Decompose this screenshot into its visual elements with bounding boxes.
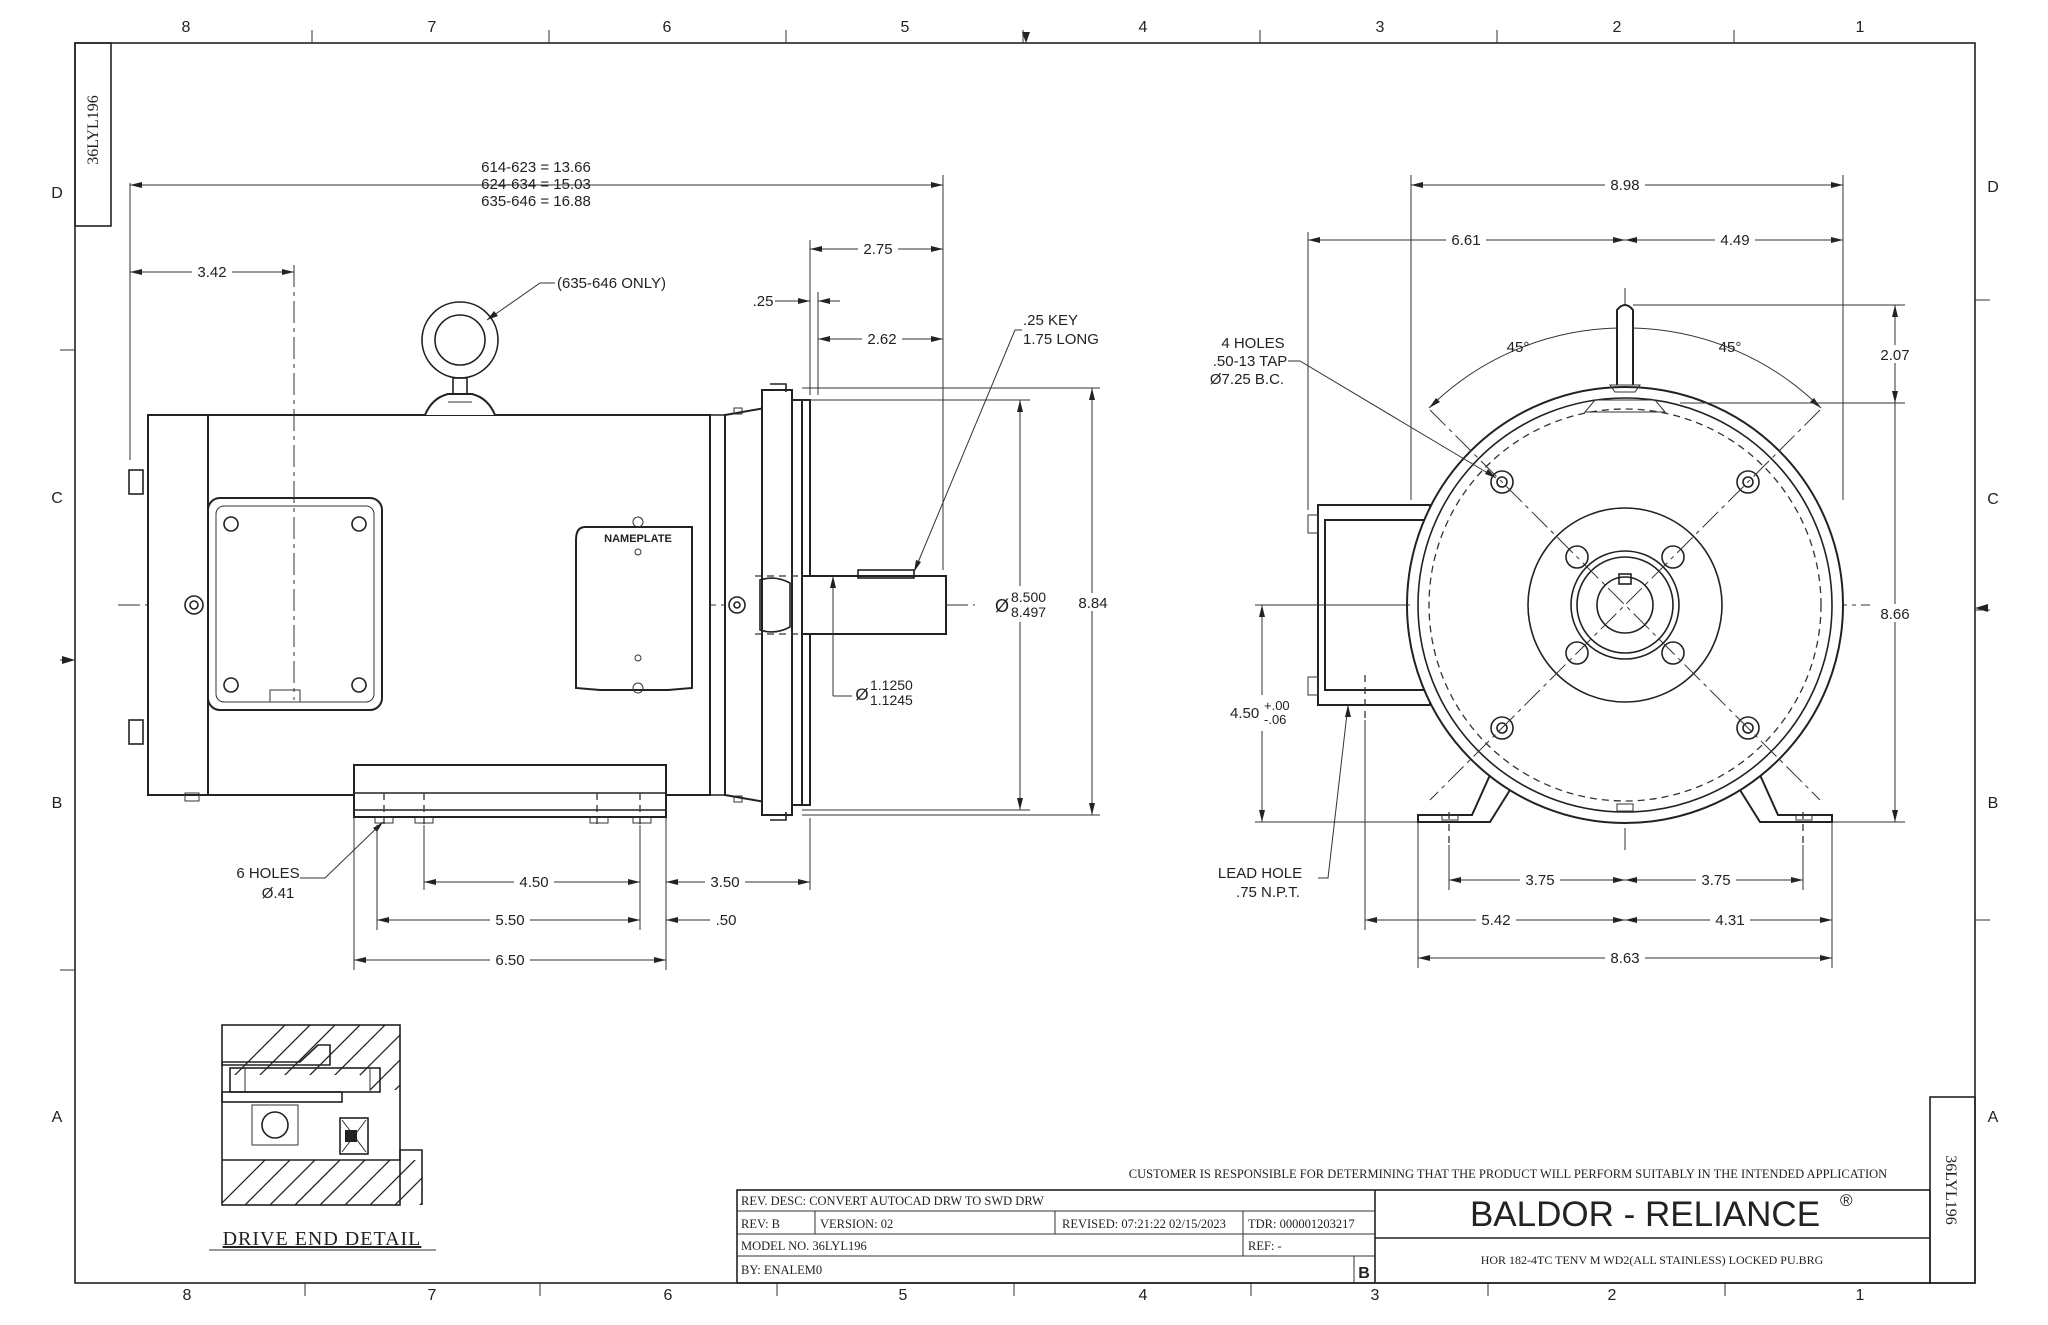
tapped-holes bbox=[1490, 470, 1760, 740]
six-holes-note-1: 6 HOLES bbox=[236, 865, 299, 882]
zone-col-bottom-8: 8 bbox=[183, 1287, 192, 1304]
zone-col-top-2: 2 bbox=[1613, 19, 1622, 36]
dim-4-50: 4.50 bbox=[519, 874, 548, 891]
zone-row-left-d: D bbox=[51, 185, 63, 202]
four-holes-note-1: 4 HOLES bbox=[1221, 335, 1284, 352]
company-name: BALDOR - RELIANCE bbox=[1470, 1195, 1820, 1234]
dim-overall-length-2: 624-634 = 15.03 bbox=[481, 176, 591, 193]
disclaimer: CUSTOMER IS RESPONSIBLE FOR DETERMINING … bbox=[1129, 1167, 1887, 1181]
zone-col-top-5: 5 bbox=[901, 19, 910, 36]
registered-mark: ® bbox=[1840, 1191, 1853, 1210]
shaft-dia-symbol: Ø bbox=[855, 685, 868, 704]
zone-col-top-3: 3 bbox=[1376, 19, 1385, 36]
dim-4-49: 4.49 bbox=[1720, 232, 1749, 249]
drawn-by: BY: ENALEM0 bbox=[741, 1263, 822, 1277]
zone-col-top-1: 1 bbox=[1856, 19, 1865, 36]
angle-right: 45° bbox=[1719, 339, 1742, 356]
revised-date: REVISED: 07:21:22 02/15/2023 bbox=[1062, 1217, 1226, 1231]
zone-labels: 8 7 6 5 4 3 2 1 8 7 6 5 4 3 2 1 D C B A … bbox=[51, 19, 1999, 1304]
zone-row-right-c: C bbox=[1987, 491, 1999, 508]
dim-3-42: 3.42 bbox=[197, 264, 226, 281]
zone-col-bottom-1: 1 bbox=[1856, 1287, 1865, 1304]
eyebolt-note: (635-646 ONLY) bbox=[557, 275, 666, 292]
rev: REV: B bbox=[741, 1217, 780, 1231]
end-view-dimensions: 8.98 6.61 4.49 45° 45° 4 HOLES .50-13 TA… bbox=[1210, 175, 1913, 968]
zone-row-right-b: B bbox=[1988, 795, 1999, 812]
dim-3-50: 3.50 bbox=[710, 874, 739, 891]
detail-title: DRIVE END DETAIL bbox=[223, 1228, 422, 1250]
zone-col-top-8: 8 bbox=[182, 19, 191, 36]
ref: REF: - bbox=[1248, 1239, 1282, 1253]
shaft-height-tol-lower: -.06 bbox=[1264, 712, 1286, 727]
dim-50: .50 bbox=[716, 912, 737, 929]
lead-hole-note-1: LEAD HOLE bbox=[1218, 865, 1302, 882]
lead-hole-note-2: .75 N.P.T. bbox=[1236, 884, 1300, 901]
pilot-dia-upper: 8.500 bbox=[1011, 589, 1046, 605]
part-number-tag-top: 36LYL196 bbox=[74, 42, 112, 227]
six-holes-note-2: Ø.41 bbox=[262, 885, 295, 902]
zone-col-bottom-6: 6 bbox=[664, 1287, 673, 1304]
dim-overall-length-1: 614-623 = 13.66 bbox=[481, 159, 591, 176]
key-note-2: 1.75 LONG bbox=[1023, 331, 1099, 348]
four-holes-note-2: .50-13 TAP bbox=[1213, 353, 1288, 370]
svg-text:36LYL196: 36LYL196 bbox=[85, 95, 102, 165]
dim-2-75: 2.75 bbox=[863, 241, 892, 258]
eyebolt bbox=[421, 301, 499, 416]
dim-6-50: 6.50 bbox=[495, 952, 524, 969]
dim-8-63: 8.63 bbox=[1610, 950, 1639, 967]
dim-25: .25 bbox=[753, 293, 774, 310]
title-block: CUSTOMER IS RESPONSIBLE FOR DETERMINING … bbox=[736, 1167, 1931, 1284]
svg-text:NAMEPLATE: NAMEPLATE bbox=[604, 533, 672, 545]
side-view: NAMEPLATE bbox=[118, 265, 975, 825]
zone-row-left-a: A bbox=[52, 1109, 63, 1126]
four-holes-note-3: Ø7.25 B.C. bbox=[1210, 371, 1284, 388]
zone-col-bottom-2: 2 bbox=[1608, 1287, 1617, 1304]
dim-3-75-left: 3.75 bbox=[1525, 872, 1554, 889]
zone-col-bottom-5: 5 bbox=[899, 1287, 908, 1304]
shaft-height: 4.50 bbox=[1230, 705, 1259, 722]
dim-4-31: 4.31 bbox=[1715, 912, 1744, 929]
end-view bbox=[1285, 288, 1870, 850]
dim-2-62: 2.62 bbox=[867, 331, 896, 348]
dim-6-61: 6.61 bbox=[1451, 232, 1480, 249]
part-number-tag-bottom: 36LYL196 bbox=[1929, 1096, 1976, 1284]
rev-desc: REV. DESC: CONVERT AUTOCAD DRW TO SWD DR… bbox=[741, 1194, 1044, 1208]
dim-overall-length-3: 635-646 = 16.88 bbox=[481, 193, 591, 210]
dim-5-50: 5.50 bbox=[495, 912, 524, 929]
zone-row-right-d: D bbox=[1987, 179, 1999, 196]
tdr-number: TDR: 000001203217 bbox=[1248, 1217, 1355, 1231]
zone-col-top-4: 4 bbox=[1139, 19, 1148, 36]
pilot-dia-lower: 8.497 bbox=[1011, 604, 1046, 620]
side-view-dimensions: 614-623 = 13.66 624-634 = 15.03 635-646 … bbox=[129, 159, 1111, 970]
zone-row-right-a: A bbox=[1988, 1109, 1999, 1126]
dim-2-07: 2.07 bbox=[1880, 347, 1909, 364]
drive-end-detail: DRIVE END DETAIL bbox=[209, 1024, 436, 1251]
zone-col-top-6: 6 bbox=[663, 19, 672, 36]
zone-row-left-c: C bbox=[51, 490, 63, 507]
rev-letter: B bbox=[1358, 1265, 1370, 1282]
dim-8-84: 8.84 bbox=[1078, 595, 1107, 612]
key-note-1: .25 KEY bbox=[1023, 312, 1078, 329]
version: VERSION: 02 bbox=[820, 1217, 893, 1231]
shaft-height-tol-upper: +.00 bbox=[1264, 698, 1290, 713]
nameplate: NAMEPLATE bbox=[575, 516, 693, 694]
zone-row-left-b: B bbox=[52, 795, 63, 812]
svg-text:36LYL196: 36LYL196 bbox=[1942, 1155, 1959, 1225]
zone-col-bottom-4: 4 bbox=[1139, 1287, 1148, 1304]
model-number: MODEL NO. 36LYL196 bbox=[741, 1239, 867, 1253]
angle-left: 45° bbox=[1507, 339, 1530, 356]
zone-col-bottom-3: 3 bbox=[1371, 1287, 1380, 1304]
zone-col-top-7: 7 bbox=[428, 19, 437, 36]
pilot-dia-symbol: Ø bbox=[995, 596, 1009, 616]
zone-col-bottom-7: 7 bbox=[428, 1287, 437, 1304]
dim-3-75-right: 3.75 bbox=[1701, 872, 1730, 889]
dim-8-66: 8.66 bbox=[1880, 606, 1909, 623]
motor-description: HOR 182-4TC TENV M WD2(ALL STAINLESS) LO… bbox=[1481, 1253, 1824, 1267]
dim-5-42: 5.42 bbox=[1481, 912, 1510, 929]
shaft-dia-upper: 1.1250 bbox=[870, 677, 913, 693]
dim-8-98: 8.98 bbox=[1610, 177, 1639, 194]
shaft-dia-lower: 1.1245 bbox=[870, 692, 913, 708]
